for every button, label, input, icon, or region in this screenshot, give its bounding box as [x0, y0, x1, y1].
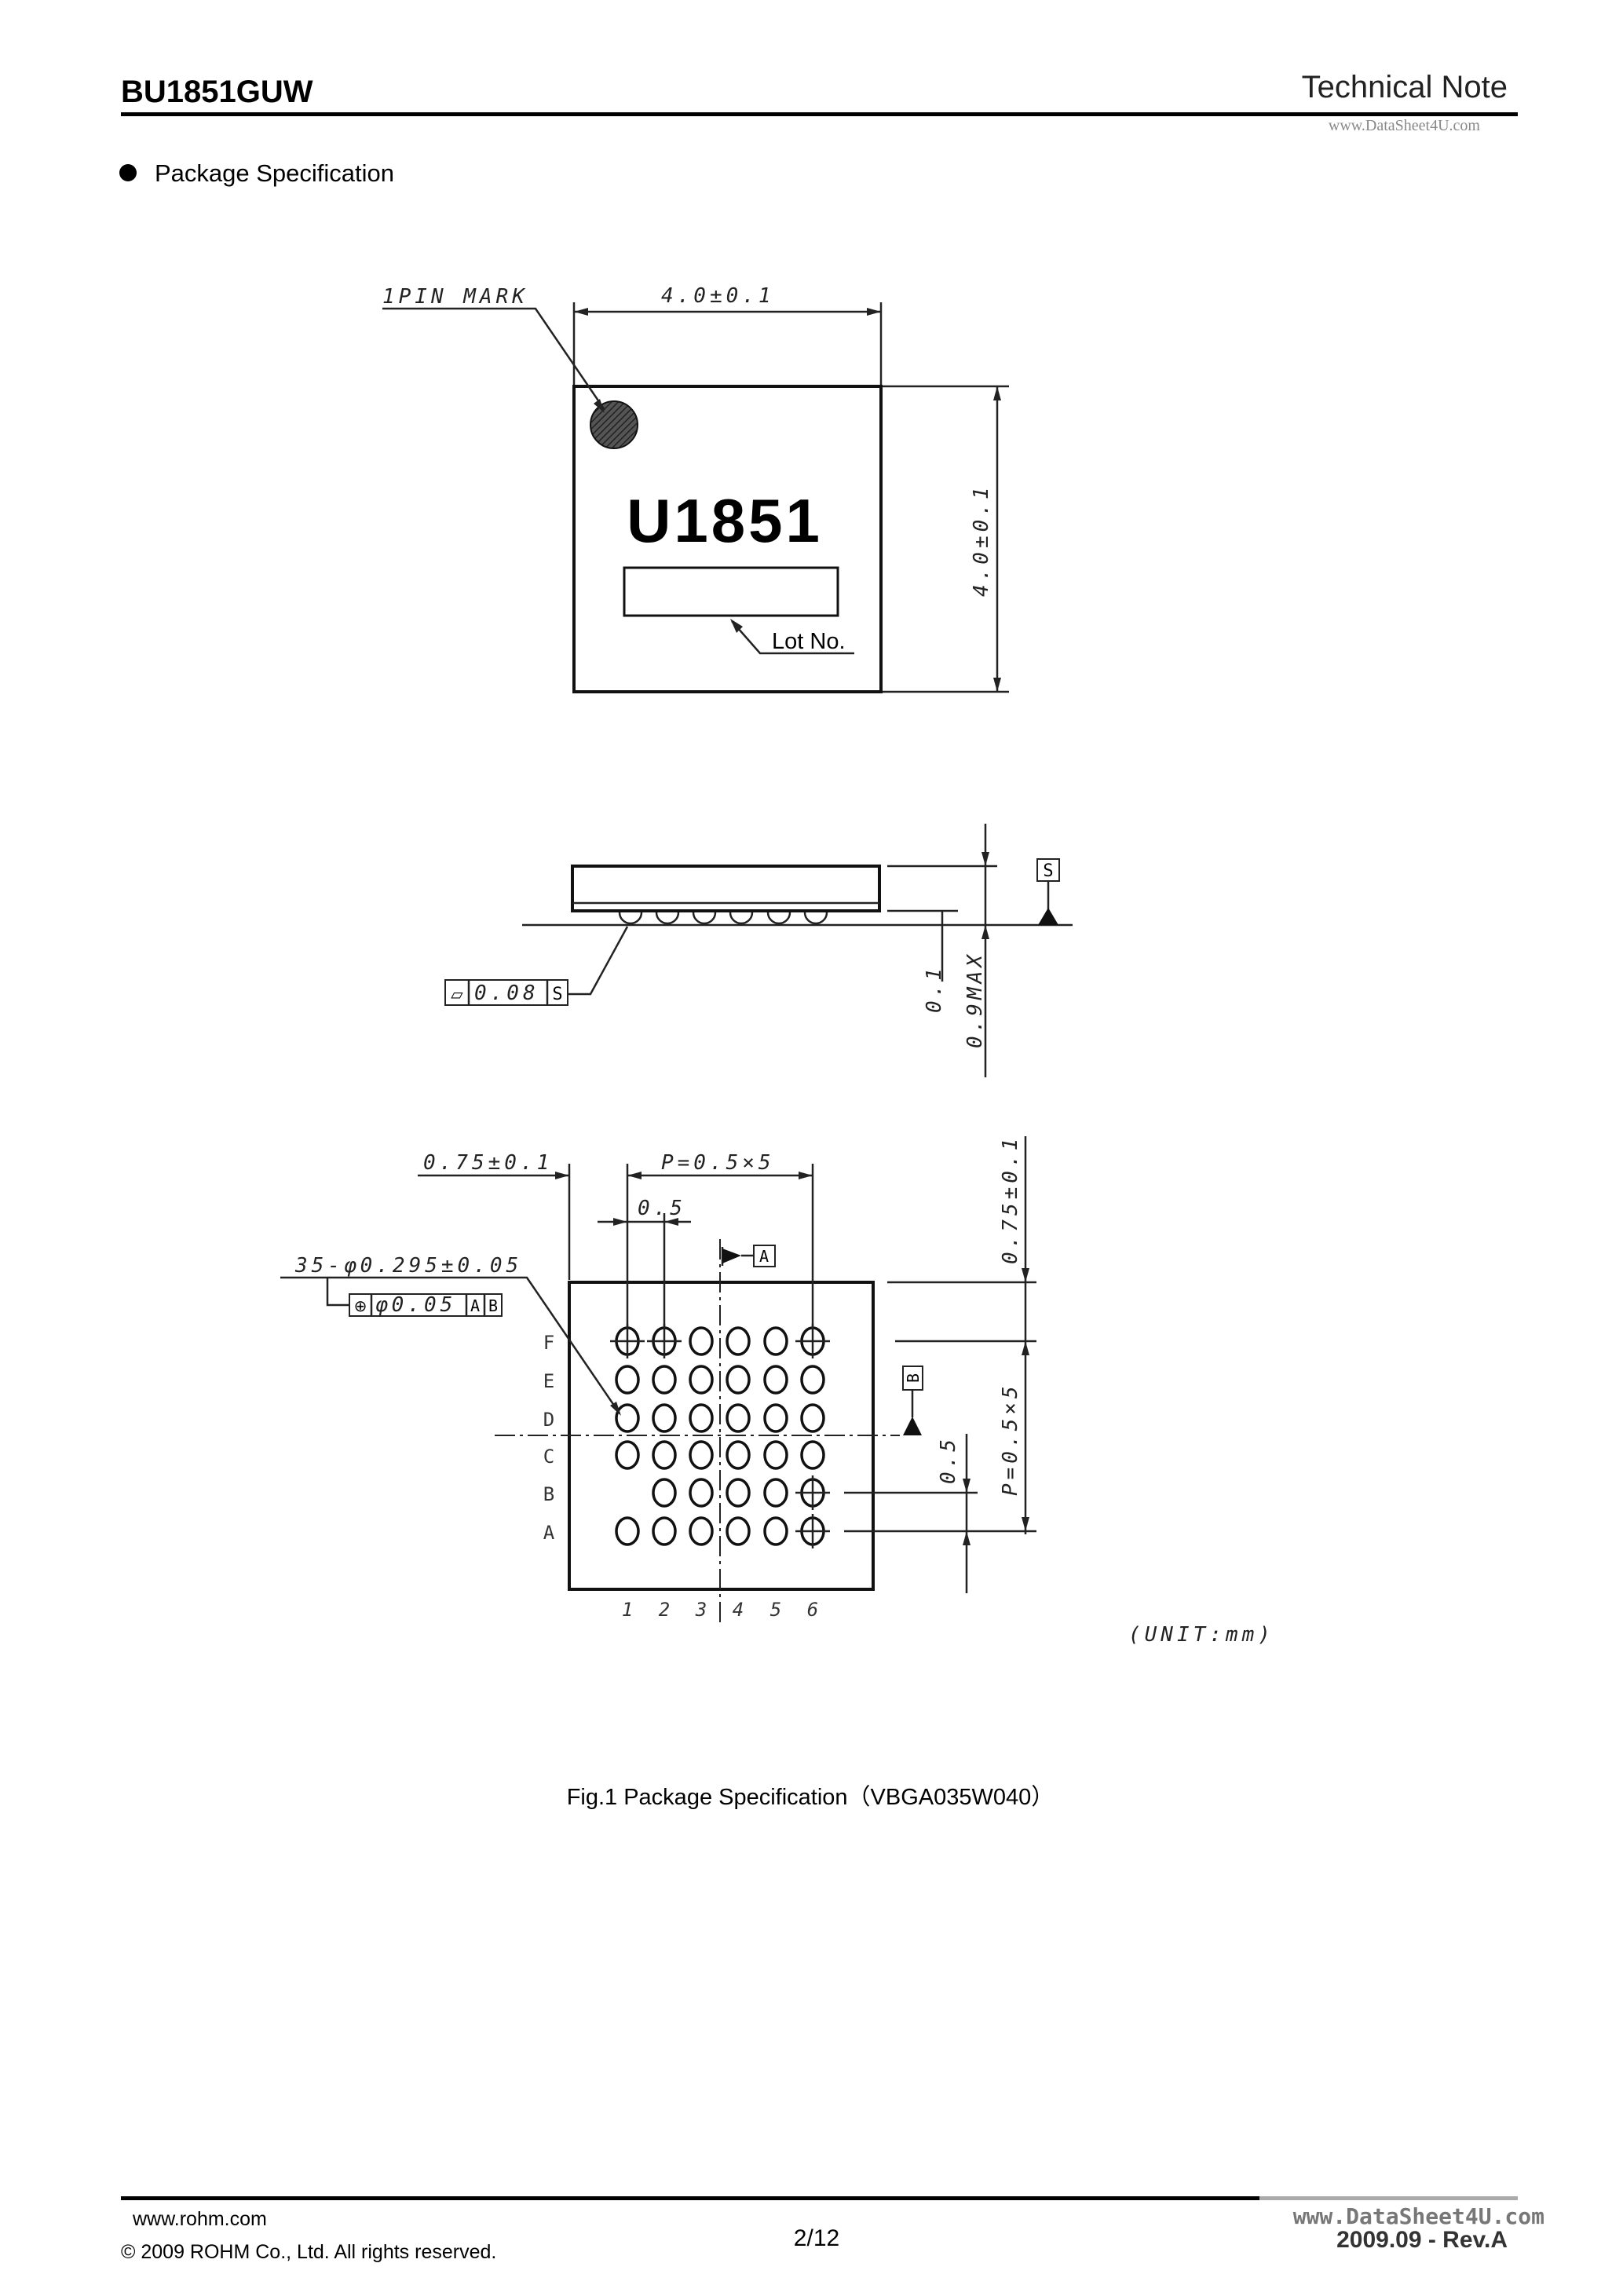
ball-E1: [615, 1365, 640, 1395]
pitch-single-x: 0.5: [638, 1197, 686, 1220]
crosshair-icon: [795, 1324, 830, 1358]
flatness-icon: ▱: [451, 985, 463, 1004]
crosshair-icon: [795, 1475, 830, 1510]
ball-C1: [615, 1440, 640, 1470]
unit-label: (UNIT:mm): [1128, 1623, 1274, 1647]
ball-A2: [652, 1516, 677, 1546]
ball-E2: [652, 1365, 677, 1395]
column-label: 3: [695, 1599, 707, 1621]
column-label: 5: [770, 1599, 781, 1621]
ball-A1: [615, 1516, 640, 1546]
max-height-dimension: 0.9MAX: [963, 951, 987, 1048]
flatness-ref: S: [552, 985, 562, 1004]
ball-F3: [689, 1326, 714, 1356]
position-tolerance-value: φ0.05: [375, 1293, 456, 1317]
datum-triangle-icon: [1038, 908, 1058, 925]
package-outline: [572, 385, 883, 693]
revision: 2009.09 - Rev.A: [1336, 2227, 1508, 2253]
ball-grid: [610, 1324, 830, 1548]
ball-B4: [726, 1478, 751, 1508]
ball-A3: [689, 1516, 714, 1546]
datum-s: S: [1043, 861, 1053, 881]
pin1-mark-icon: [590, 400, 638, 449]
lot-number-label: Lot No.: [772, 629, 846, 654]
crosshair-icon: [647, 1324, 682, 1358]
figure-caption: Fig.1 Package Specification（VBGA035W040）: [567, 1785, 1055, 1810]
pitch-x-dimension: P=0.5×5: [661, 1151, 775, 1175]
crosshair-icon: [795, 1514, 830, 1548]
width-dimension: 4.0±0.1: [661, 284, 775, 308]
ball-B5: [763, 1478, 788, 1508]
ball-D4: [726, 1403, 751, 1433]
column-label: 2: [659, 1599, 670, 1621]
row-label: B: [543, 1483, 554, 1505]
ball-A5: [763, 1516, 788, 1546]
datum-b: B: [904, 1373, 923, 1383]
ball-C5: [763, 1440, 788, 1470]
page-number: 2/12: [794, 2225, 839, 2251]
ball-B3: [689, 1478, 714, 1508]
doc-type: Technical Note: [1302, 70, 1508, 104]
ball-D2: [652, 1403, 677, 1433]
ball-F5: [763, 1326, 788, 1356]
ball-A4: [726, 1516, 751, 1546]
edge-y-dimension: 0.75±0.1: [999, 1135, 1022, 1264]
ball-spec: 35-φ0.295±0.05: [294, 1254, 522, 1278]
position-tolerance-icon: ⊕: [354, 1296, 367, 1315]
row-label: F: [543, 1332, 554, 1354]
pin-mark-label: 1PIN MARK: [382, 285, 528, 309]
position-tolerance-ref-b: B: [488, 1296, 498, 1315]
row-label: C: [543, 1446, 554, 1468]
flatness-value: 0.08: [474, 982, 539, 1005]
ball-E4: [726, 1365, 751, 1395]
package-side: [571, 865, 881, 912]
datum-b-triangle-icon: [903, 1417, 922, 1435]
footer-copyright: © 2009 ROHM Co., Ltd. All rights reserve…: [121, 2241, 496, 2263]
ball-E3: [689, 1365, 714, 1395]
height-dimension: 4.0±0.1: [970, 483, 993, 597]
datum-a: A: [759, 1247, 769, 1266]
ball-C6: [800, 1440, 825, 1470]
section-title: Package Specification: [155, 159, 394, 187]
column-label: 1: [622, 1599, 633, 1621]
position-tolerance-ref-a: A: [470, 1296, 480, 1315]
datum-a-triangle-icon: [722, 1249, 741, 1263]
pitch-single-y: 0.5: [937, 1435, 960, 1484]
column-label: 4: [733, 1599, 744, 1621]
footer-watermark: www.DataSheet4U.com: [1293, 2203, 1544, 2229]
ball-E6: [800, 1365, 825, 1395]
header-watermark: www.DataSheet4U.com: [1329, 117, 1481, 134]
part-number: BU1851GUW: [121, 75, 313, 109]
ball-D5: [763, 1403, 788, 1433]
ball-C2: [652, 1440, 677, 1470]
top-view: 1PIN MARK 4.0±0.1 4.0±0.1 U1851 Lot No.: [382, 284, 1009, 693]
bullet-icon: [119, 164, 137, 181]
marking-text: U1851: [627, 486, 823, 555]
footer-website[interactable]: www.rohm.com: [132, 2208, 267, 2230]
column-label: 6: [807, 1599, 818, 1621]
standoff-dimension: 0.1: [923, 964, 946, 1013]
pitch-y-dimension: P=0.5×5: [999, 1382, 1022, 1496]
ball-C3: [689, 1440, 714, 1470]
row-label: E: [543, 1370, 554, 1392]
solder-balls: [618, 912, 828, 925]
side-view: 0.1 0.9MAX S ▱ 0.08 S: [444, 824, 1073, 1077]
row-label: A: [543, 1522, 555, 1544]
ball-F4: [726, 1326, 751, 1356]
ball-D1: [615, 1403, 640, 1433]
row-label: D: [543, 1409, 554, 1431]
ball-D3: [689, 1403, 714, 1433]
footer-rule: [121, 2196, 1259, 2200]
header-rule: [121, 112, 1518, 116]
crosshair-icon: [610, 1324, 645, 1358]
edge-x-dimension: 0.75±0.1: [423, 1151, 553, 1175]
ball-C4: [726, 1440, 751, 1470]
lot-number-box: [623, 566, 839, 617]
ball-D6: [800, 1403, 825, 1433]
ball-E5: [763, 1365, 788, 1395]
ball-B2: [652, 1478, 677, 1508]
